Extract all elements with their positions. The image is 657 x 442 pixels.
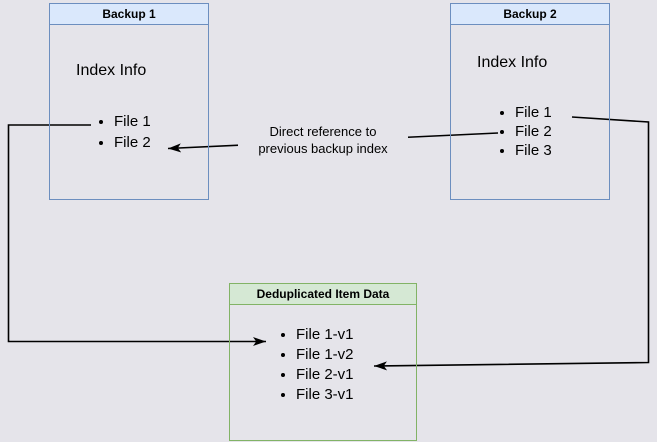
backup2-index-info-label: Index Info <box>477 54 548 71</box>
backup1-file-list: File 1 File 2 <box>50 111 208 153</box>
list-item: File 1-v2 <box>296 345 416 365</box>
list-item: File 2 <box>114 132 208 153</box>
dedup-file-list: File 1-v1 File 1-v2 File 2-v1 File 3-v1 <box>230 325 416 405</box>
list-item: File 1 <box>515 103 609 122</box>
backup1-box: Backup 1 Index Info File 1 File 2 <box>49 3 209 200</box>
list-item: File 2 <box>515 122 609 141</box>
list-item: File 3 <box>515 141 609 160</box>
backup1-title: Backup 1 <box>50 4 208 25</box>
list-item: File 3-v1 <box>296 385 416 405</box>
deduplicated-item-data-box: Deduplicated Item Data File 1-v1 File 1-… <box>229 283 417 441</box>
list-item: File 2-v1 <box>296 365 416 385</box>
direct-reference-edge-label: Direct reference to previous backup inde… <box>238 121 408 159</box>
backup1-index-info-label: Index Info <box>76 62 147 79</box>
list-item: File 1-v1 <box>296 325 416 345</box>
backup2-file-list: File 1 File 2 File 3 <box>451 103 609 160</box>
backup2-title: Backup 2 <box>451 4 609 25</box>
list-item: File 1 <box>114 111 208 132</box>
dedup-title: Deduplicated Item Data <box>230 284 416 305</box>
backup2-box: Backup 2 Index Info File 1 File 2 File 3 <box>450 3 610 200</box>
